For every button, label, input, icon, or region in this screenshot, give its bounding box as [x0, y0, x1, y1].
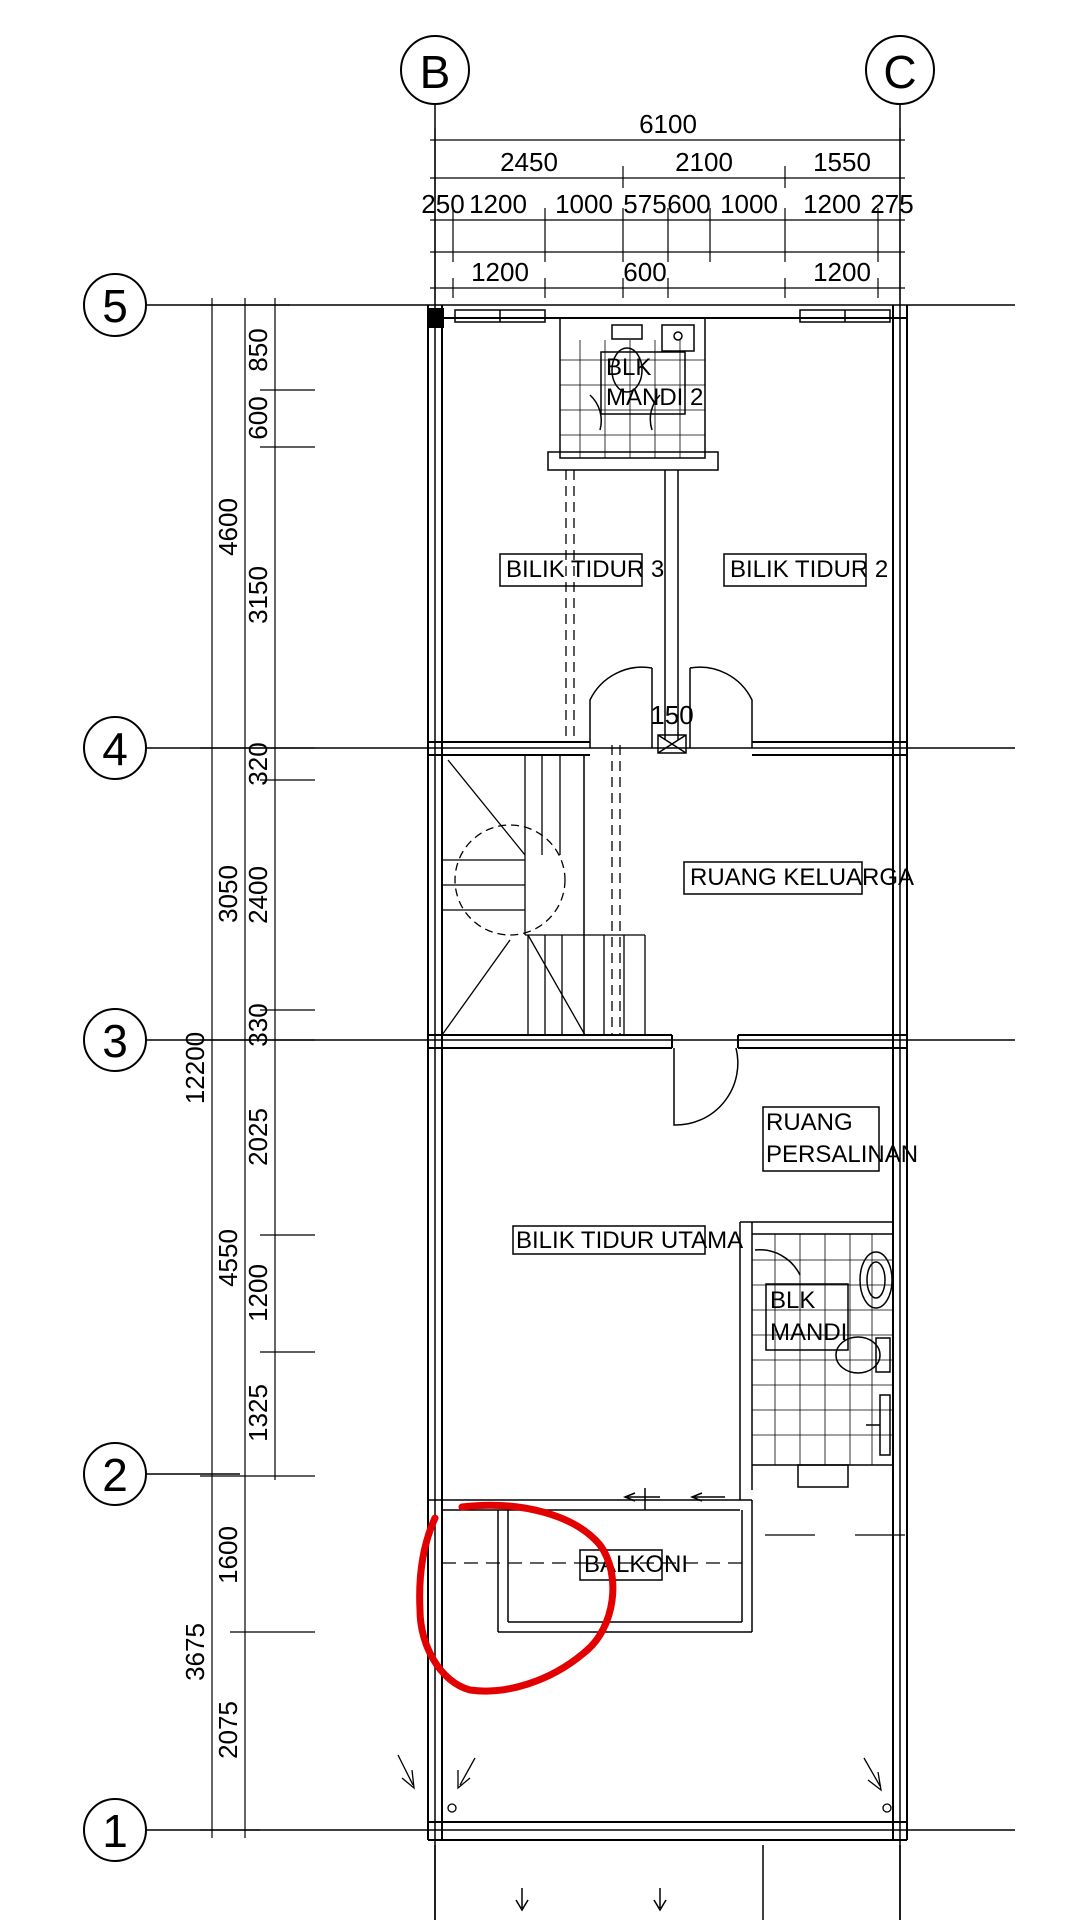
room-label-box-bathroom-2	[600, 351, 686, 415]
room-label-bathroom-master-line2: MANDI	[770, 1319, 847, 1346]
grid-row-bubble-4: 4	[83, 716, 147, 780]
top-dimension-lines	[430, 128, 905, 300]
dim-top-1000-b: 1000	[720, 189, 778, 219]
dim-top-1200-b: 1200	[803, 189, 861, 219]
dim-top-2450: 2450	[500, 147, 558, 177]
grid-column-bubble-c: C	[865, 35, 935, 105]
room-label-box-bilik-tidur-2	[723, 553, 867, 587]
bathroom-2	[547, 317, 719, 471]
porch-arrows	[397, 1754, 892, 1813]
dim-left-600: 600	[243, 396, 273, 439]
dashed-guides	[565, 470, 621, 1035]
partition-wall-bedrooms	[657, 470, 687, 754]
front-windows	[454, 309, 891, 323]
dim-top-1200-a: 1200	[469, 189, 527, 219]
door-ruang-persalinan	[673, 1047, 739, 1126]
dim-left-1600: 1600	[213, 1526, 243, 1584]
dim-partition-150: 150	[650, 700, 693, 730]
dim-top-275: 275	[870, 189, 913, 219]
dim-top-250: 250	[421, 189, 464, 219]
grid-label-5: 5	[102, 280, 128, 332]
room-label-ruang-keluarga: RUANG KELUARGA	[690, 864, 914, 891]
grid-row-bubble-5: 5	[83, 273, 147, 337]
grid-row-bubble-2: 2	[83, 1442, 147, 1506]
dim-left-3675: 3675	[180, 1623, 210, 1681]
grid-column-bubble-b: B	[400, 35, 470, 105]
dim-left-1200: 1200	[243, 1264, 273, 1322]
dim-left-4550: 4550	[213, 1229, 243, 1287]
dim-left-3150: 3150	[243, 566, 273, 624]
dim-top-600: 600	[667, 189, 710, 219]
dim-left-3050: 3050	[213, 865, 243, 923]
grid-lines-rows	[146, 304, 1015, 1831]
bathroom-master	[739, 1221, 893, 1500]
room-label-bilik-tidur-3: BILIK TIDUR 3	[506, 556, 664, 583]
left-dimension-lines	[200, 298, 315, 1838]
dim-left-320: 320	[243, 742, 273, 785]
grid-label-3: 3	[102, 1015, 128, 1067]
grid-row-bubble-1: 1	[83, 1798, 147, 1862]
dim-left-2075: 2075	[213, 1701, 243, 1759]
room-label-bathroom-2-line1: BLK	[606, 354, 651, 381]
bedroom-doors	[589, 666, 753, 748]
wall-grid-3	[428, 1034, 907, 1049]
room-label-bilik-tidur-2: BILIK TIDUR 2	[730, 556, 888, 583]
grid-label-1: 1	[102, 1805, 128, 1857]
dim-overall-width: 6100	[639, 109, 697, 139]
room-label-box-bathroom-master	[765, 1283, 849, 1351]
dim-left-4600: 4600	[213, 498, 243, 556]
grid-label-2: 2	[102, 1449, 128, 1501]
dim-opening-600: 600	[623, 257, 666, 287]
dim-top-575: 575	[623, 189, 666, 219]
exterior-walls	[427, 305, 908, 1841]
dim-left-1325: 1325	[243, 1384, 273, 1442]
grid-row-bubble-3: 3	[83, 1008, 147, 1072]
room-label-box-ruang-persalinan	[762, 1106, 880, 1172]
grid-label-c: C	[883, 46, 916, 98]
room-label-box-bilik-tidur-3	[499, 553, 643, 587]
dim-top-2100: 2100	[675, 147, 733, 177]
dim-left-2400: 2400	[243, 866, 273, 924]
room-label-box-balkoni	[579, 1549, 663, 1581]
room-label-bilik-tidur-utama: BILIK TIDUR UTAMA	[516, 1227, 743, 1254]
dim-total-height: 12200	[180, 1032, 210, 1104]
dim-left-2025: 2025	[243, 1108, 273, 1166]
dim-top-1550: 1550	[813, 147, 871, 177]
room-label-balkoni: BALKONI	[584, 1551, 688, 1578]
room-label-bathroom-master-line1: BLK	[770, 1287, 815, 1314]
dim-opening-1200-a: 1200	[471, 257, 529, 287]
dim-left-850: 850	[243, 328, 273, 371]
red-highlight-circle	[416, 1501, 617, 1695]
room-label-box-bilik-tidur-utama	[512, 1225, 706, 1255]
room-label-bathroom-2-line2: MANDI 2	[606, 384, 703, 411]
dim-top-1000-a: 1000	[555, 189, 613, 219]
balcony	[428, 1488, 753, 1633]
staircase	[441, 754, 646, 1036]
dim-opening-1200-b: 1200	[813, 257, 871, 287]
grid-label-4: 4	[102, 723, 128, 775]
room-label-box-ruang-keluarga	[683, 861, 863, 895]
room-label-ruang-persalinan-line2: PERSALINAN	[766, 1141, 918, 1168]
porch-below	[434, 1845, 901, 1920]
dim-left-330: 330	[243, 1003, 273, 1046]
grid-label-b: B	[420, 46, 451, 98]
room-label-ruang-persalinan-line1: RUANG	[766, 1109, 853, 1136]
